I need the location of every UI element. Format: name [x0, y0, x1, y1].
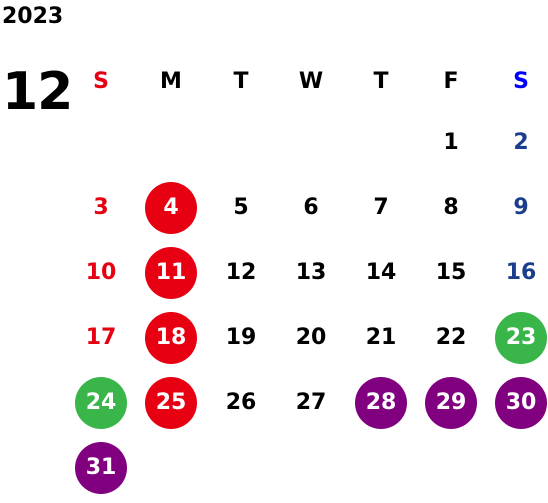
marked-day[interactable]: 29	[425, 376, 477, 429]
weekday-label: M	[160, 68, 182, 94]
weekday-label: F	[443, 68, 459, 94]
day-cell: 14	[346, 240, 416, 305]
day-cell: 22	[416, 305, 486, 370]
day-number[interactable]: 5	[233, 195, 249, 220]
day-cell	[136, 435, 206, 500]
weekday-cell: S	[486, 52, 548, 110]
week-row: 24 25 26 27 28 29 30	[66, 370, 548, 435]
day-cell	[206, 435, 276, 500]
day-number[interactable]: 2	[513, 130, 529, 155]
month-label: 12	[2, 62, 73, 122]
day-cell	[416, 435, 486, 500]
day-cell: 13	[276, 240, 346, 305]
day-cell: 7	[346, 175, 416, 240]
weekday-label: S	[513, 68, 529, 94]
day-cell: 15	[416, 240, 486, 305]
day-number[interactable]: 9	[513, 195, 529, 220]
weekday-label: T	[233, 68, 249, 94]
day-cell: 10	[66, 240, 136, 305]
marked-day[interactable]: 18	[145, 311, 197, 364]
weekday-cell: M	[136, 52, 206, 110]
day-cell: 6	[276, 175, 346, 240]
marked-day[interactable]: 31	[75, 441, 127, 494]
day-cell: 16	[486, 240, 548, 305]
day-number[interactable]: 7	[373, 195, 389, 220]
day-cell: 25	[136, 370, 206, 435]
day-number[interactable]: 16	[505, 260, 537, 285]
marked-day[interactable]: 30	[495, 376, 547, 429]
day-number[interactable]: 26	[225, 390, 257, 415]
day-number[interactable]: 20	[295, 325, 327, 350]
weekday-label: W	[298, 68, 324, 94]
day-cell: 31	[66, 435, 136, 500]
week-row: 3 4 5 6 7 8 9	[66, 175, 548, 240]
weekday-cell: S	[66, 52, 136, 110]
day-number[interactable]: 6	[303, 195, 319, 220]
week-row: 17 18 19 20 21 22 23	[66, 305, 548, 370]
day-cell: 20	[276, 305, 346, 370]
marked-day[interactable]: 24	[75, 376, 127, 429]
day-number[interactable]: 3	[93, 195, 109, 220]
day-cell: 23	[486, 305, 548, 370]
day-cell: 4	[136, 175, 206, 240]
marked-day[interactable]: 23	[495, 311, 547, 364]
day-number[interactable]: 22	[435, 325, 467, 350]
day-cell: 5	[206, 175, 276, 240]
day-cell	[66, 110, 136, 175]
day-number[interactable]: 13	[295, 260, 327, 285]
marked-day[interactable]: 28	[355, 376, 407, 429]
day-cell: 26	[206, 370, 276, 435]
day-cell	[486, 435, 548, 500]
day-cell: 11	[136, 240, 206, 305]
weekday-cell: W	[276, 52, 346, 110]
day-cell: 2	[486, 110, 548, 175]
weekday-cell: T	[206, 52, 276, 110]
day-cell: 18	[136, 305, 206, 370]
week-row: 31	[66, 435, 548, 500]
day-number[interactable]: 8	[443, 195, 459, 220]
day-number[interactable]: 10	[85, 260, 117, 285]
day-cell: 21	[346, 305, 416, 370]
day-cell: 28	[346, 370, 416, 435]
day-cell	[206, 110, 276, 175]
year-label: 2023	[2, 4, 64, 29]
day-number[interactable]: 27	[295, 390, 327, 415]
day-number[interactable]: 15	[435, 260, 467, 285]
weekday-cell: T	[346, 52, 416, 110]
day-cell	[276, 435, 346, 500]
weekday-label: T	[373, 68, 389, 94]
day-cell	[346, 435, 416, 500]
day-cell	[136, 110, 206, 175]
day-number[interactable]: 19	[225, 325, 257, 350]
day-cell: 19	[206, 305, 276, 370]
day-cell: 8	[416, 175, 486, 240]
day-number[interactable]: 14	[365, 260, 397, 285]
day-number[interactable]: 17	[85, 325, 117, 350]
day-cell: 29	[416, 370, 486, 435]
day-cell: 17	[66, 305, 136, 370]
day-cell: 27	[276, 370, 346, 435]
day-cell: 3	[66, 175, 136, 240]
week-row: 10 11 12 13 14 15 16	[66, 240, 548, 305]
day-cell: 12	[206, 240, 276, 305]
day-number[interactable]: 21	[365, 325, 397, 350]
day-cell: 1	[416, 110, 486, 175]
day-cell	[276, 110, 346, 175]
marked-day[interactable]: 11	[145, 246, 197, 299]
day-number[interactable]: 12	[225, 260, 257, 285]
weekday-cell: F	[416, 52, 486, 110]
day-cell	[346, 110, 416, 175]
day-cell: 9	[486, 175, 548, 240]
weekday-label: S	[93, 68, 109, 94]
day-number[interactable]: 1	[443, 130, 459, 155]
marked-day[interactable]: 4	[145, 181, 197, 234]
marked-day[interactable]: 25	[145, 376, 197, 429]
day-cell: 30	[486, 370, 548, 435]
day-cell: 24	[66, 370, 136, 435]
